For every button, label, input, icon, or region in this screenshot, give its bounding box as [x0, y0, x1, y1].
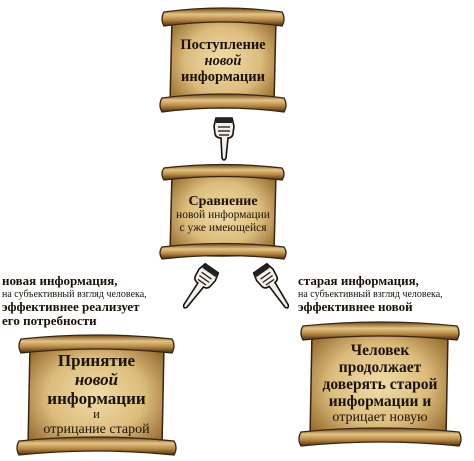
comparison-line3: с уже имеющейся	[179, 221, 267, 234]
comparison-line1: Сравнение	[188, 193, 258, 209]
incoming-line3: информации	[181, 68, 265, 85]
scroll-keep-old: Человек продолжает доверять старой инфор…	[296, 320, 464, 450]
keep-line1: Человек	[350, 342, 410, 360]
note-new-information: новая информация, на субъективный взгляд…	[2, 273, 147, 329]
note-left-line3: эффективнее реализует	[2, 298, 140, 314]
pointing-hand-icon	[252, 262, 296, 314]
parchment-scroll-icon	[298, 321, 462, 447]
keep-line4: информации и	[328, 393, 432, 411]
scroll-comparison-text: Сравнение новой информации с уже имеющей…	[158, 185, 288, 243]
accept-line2: новой	[74, 370, 119, 390]
accept-line3: информации	[47, 388, 146, 408]
accept-line4: и	[93, 407, 100, 422]
pointing-hand-icon	[210, 116, 238, 162]
keep-line2: продолжает	[338, 359, 422, 377]
note-right-line3: эффективнее новой	[298, 298, 413, 314]
note-left-line2: на субъективный взгляд человека,	[2, 288, 147, 300]
pointing-hand-icon	[176, 262, 220, 314]
parchment-scroll-icon	[159, 7, 287, 113]
scroll-keep-text: Человек продолжает доверять старой инфор…	[296, 340, 464, 428]
accept-line1: Принятие	[57, 351, 136, 371]
incoming-line1: Поступление	[180, 37, 266, 54]
incoming-line2: новой	[204, 53, 242, 70]
keep-line5: отрицает новую	[332, 410, 428, 426]
scroll-incoming-information: Поступление новой информации	[158, 6, 288, 116]
comparison-line2: новой информации	[176, 209, 270, 222]
scroll-incoming-text: Поступление новой информации	[158, 32, 288, 92]
accept-line5: отрицание старой	[43, 422, 150, 438]
keep-line3: доверять старой	[322, 376, 438, 394]
note-right-line1: старая информация,	[298, 273, 419, 288]
note-left-line1: новая информация,	[2, 273, 118, 288]
scroll-accept-text: Принятие новой информации и отрицание ст…	[14, 351, 179, 438]
parchment-scroll-icon	[16, 334, 177, 456]
note-left-line4: его потребности	[2, 313, 97, 329]
note-old-information: старая информация, на субъективный взгля…	[298, 273, 443, 314]
scroll-accept-new: Принятие новой информации и отрицание ст…	[14, 333, 179, 459]
parchment-scroll-icon	[159, 163, 287, 260]
scroll-comparison: Сравнение новой информации с уже имеющей…	[158, 163, 288, 263]
note-right-line2: на субъективный взгляд человека,	[298, 288, 443, 300]
